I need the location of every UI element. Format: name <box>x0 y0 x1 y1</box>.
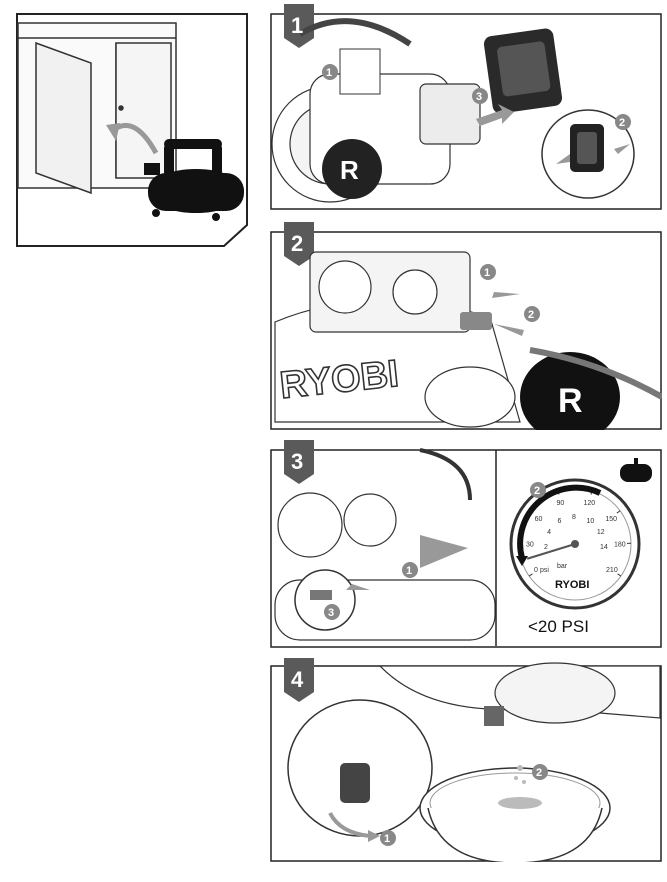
pressure-note: <20 PSI <box>528 617 589 636</box>
svg-text:3: 3 <box>328 607 334 619</box>
gauge-bar-tick: 2 <box>544 544 548 551</box>
callout-2: 2 <box>524 306 540 322</box>
step-number: 4 <box>291 667 304 692</box>
gauge-psi-tick: 0 <box>534 567 538 574</box>
svg-text:1: 1 <box>484 267 490 279</box>
step-number: 2 <box>291 231 303 256</box>
callout-2: 2 <box>532 764 548 780</box>
gauge-bar-tick: 12 <box>597 529 605 536</box>
svg-text:R: R <box>558 382 583 420</box>
callout-2: 2 <box>615 114 631 130</box>
gauge-tick-mark <box>616 510 621 514</box>
compressor-silhouette <box>144 139 244 221</box>
svg-text:R: R <box>340 155 359 185</box>
callout-1: 1 <box>402 562 418 578</box>
tank-icon <box>620 458 652 482</box>
svg-text:1: 1 <box>384 833 390 845</box>
step-number: 1 <box>291 13 303 38</box>
gauge-bar-tick: 6 <box>557 518 561 525</box>
svg-text:2: 2 <box>536 767 542 779</box>
step-2-panel: RYOBI R 1 2 2 <box>270 222 662 430</box>
svg-text:2: 2 <box>619 117 625 129</box>
gauge-psi-tick: 60 <box>535 516 543 523</box>
svg-text:1: 1 <box>326 67 332 79</box>
callout-3: 3 <box>472 88 488 104</box>
gauge-tick-mark <box>617 573 622 577</box>
step-number: 3 <box>291 449 303 474</box>
callout-1: 1 <box>322 64 338 80</box>
gauge-bar-tick: 8 <box>572 514 576 521</box>
svg-text:3: 3 <box>476 91 482 103</box>
step-4-panel: 1 2 4 <box>270 658 662 862</box>
gauge-bar-tick: 4 <box>547 529 551 536</box>
gauge-psi-tick: 210 <box>606 567 618 574</box>
gauge-psi-tick: 180 <box>614 541 626 548</box>
gauge-psi-tick: 90 <box>557 500 565 507</box>
gauge-tick-mark <box>528 573 533 577</box>
gauge-bar-unit: bar <box>557 563 568 570</box>
gauge-psi-unit: psi <box>540 567 549 574</box>
callout-2: 2 <box>530 482 546 498</box>
gauge-needle <box>526 543 576 560</box>
gauge-psi-tick: 120 <box>583 500 595 507</box>
callout-1: 1 <box>380 830 396 846</box>
gauge-brand: RYOBI <box>555 579 589 591</box>
gauge-psi-tick: 30 <box>526 541 534 548</box>
callout-1: 1 <box>480 264 496 280</box>
svg-text:2: 2 <box>528 309 534 321</box>
step-1-panel: R 1 2 3 1 <box>270 4 662 210</box>
gauge-psi-tick: 150 <box>605 516 617 523</box>
storage-panel <box>16 13 248 247</box>
svg-text:1: 1 <box>406 565 412 577</box>
battery-icon <box>483 28 563 114</box>
svg-text:2: 2 <box>534 485 540 497</box>
callout-3: 3 <box>324 604 340 620</box>
gauge-bar-tick: 10 <box>587 518 595 525</box>
gauge-bar-tick: 14 <box>600 544 608 551</box>
